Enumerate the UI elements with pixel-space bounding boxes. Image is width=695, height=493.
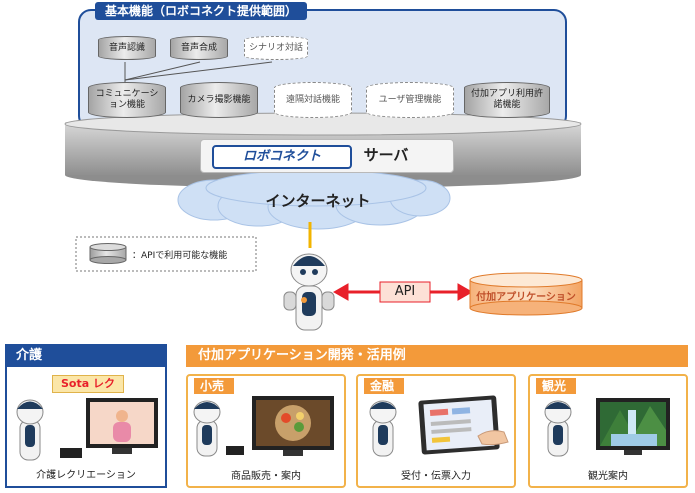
sota-rec-badge: Sota レク (52, 375, 124, 393)
kaigo-set-top-box (60, 448, 82, 458)
api-function-label: 音声認識 (108, 42, 145, 53)
examples-header: 付加アプリケーション開発・活用例 (186, 345, 688, 367)
api-function-cylinder: シナリオ対話 (244, 36, 308, 60)
example-panel: 観光観光案内 (528, 374, 688, 488)
retail-scene (193, 396, 334, 457)
kaigo-robot-icon (16, 399, 44, 461)
retail-tv-icon (252, 396, 334, 456)
kaigo-scene (16, 398, 158, 461)
api-function-label: カメラ撮影機能 (187, 94, 251, 105)
api-function-cylinder: 音声認識 (98, 36, 156, 60)
example-panel-caption: 受付・伝票入力 (401, 471, 471, 482)
api-function-cylinder: カメラ撮影機能 (180, 82, 258, 118)
kaigo-header: 介護 (6, 345, 166, 367)
api-function-cylinder: コミュニケーション機能 (88, 82, 166, 118)
api-function-label: シナリオ対話 (249, 42, 304, 53)
tourism-tv-icon (596, 398, 670, 455)
finance-robot-icon (369, 400, 397, 457)
example-panel-caption: 商品販売・案内 (231, 471, 301, 482)
tourism-robot-icon (544, 400, 572, 457)
api-function-label: コミュニケーション機能 (95, 89, 159, 110)
retail-robot-icon (193, 400, 221, 457)
sota-robot-icon (283, 253, 335, 331)
api-function-label: ユーザ管理機能 (378, 94, 442, 105)
api-function-cylinder: ユーザ管理機能 (366, 82, 454, 118)
example-panel-title: 観光 (536, 378, 577, 394)
example-panel-title: 小売 (194, 378, 235, 394)
retail-set-top-box (226, 446, 244, 455)
sota-rec-badge-text: Sota レク (61, 377, 115, 390)
api-label-box (379, 281, 431, 303)
connector-lines (124, 61, 273, 84)
finance-scene (369, 395, 509, 457)
robo-connect-logo: ロボコネクト (212, 145, 352, 169)
legend-cylinder-icon (89, 243, 127, 264)
kaigo-header-text: 介護 (16, 348, 43, 363)
kaigo-tv-icon (86, 398, 158, 454)
example-panel: 小売商品販売・案内 (186, 374, 346, 488)
api-function-cylinder: 遠隔対話機能 (274, 82, 352, 118)
internet-label: インターネット (265, 192, 371, 210)
robo-connect-logo-text: ロボコネクト (242, 149, 321, 164)
finance-hand-icon (477, 430, 509, 446)
finance-tablet-icon (418, 395, 500, 455)
server-label: サーバ (363, 146, 409, 164)
api-label: API (394, 284, 416, 299)
example-panel-caption: 観光案内 (588, 471, 628, 482)
api-function-label: 遠隔対話機能 (285, 94, 340, 105)
addon-app-cylinder (469, 272, 583, 316)
examples-header-text: 付加アプリケーション開発・活用例 (198, 348, 406, 363)
internet-cloud (177, 169, 451, 230)
example-panel-title: 金融 (364, 378, 405, 394)
example-panel: 金融受付・伝票入力 (356, 374, 516, 488)
tourism-scene (544, 398, 670, 457)
api-function-label: 付加アプリ利用許諾機能 (470, 89, 543, 110)
kaigo-caption: 介護レクリエーション (36, 470, 136, 481)
api-function-cylinder: 付加アプリ利用許諾機能 (464, 82, 550, 118)
legend-text: ：APIで利用可能な機能 (132, 251, 228, 261)
addon-app-label: 付加アプリケーション (476, 292, 576, 303)
api-function-label: 音声合成 (180, 42, 217, 53)
api-function-cylinder: 音声合成 (170, 36, 228, 60)
basic-functions-title: 基本機能（ロボコネクト提供範囲） (95, 2, 308, 20)
